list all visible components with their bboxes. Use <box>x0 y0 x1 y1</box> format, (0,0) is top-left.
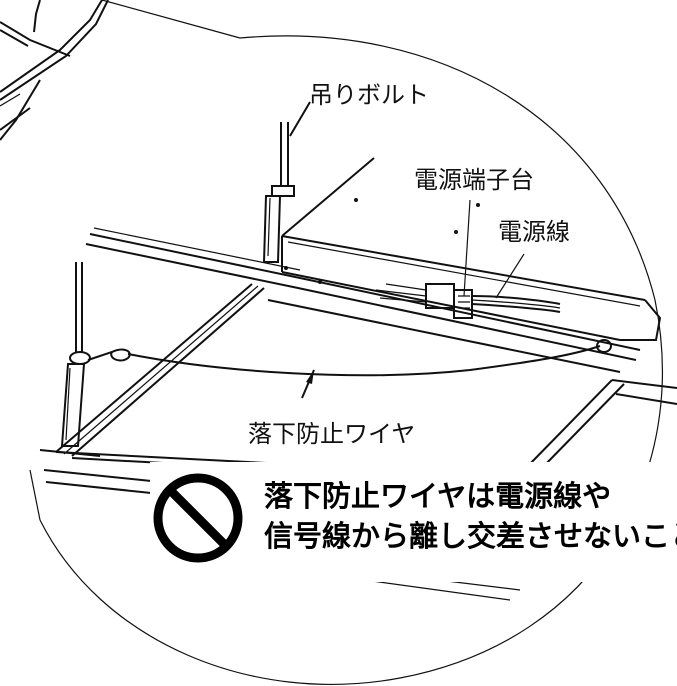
hanging-bolt-left <box>60 262 131 447</box>
warning-text-line1: 落下防止ワイヤは電源線や <box>264 479 611 513</box>
power-cable <box>471 295 561 313</box>
callout-leaders <box>289 101 525 399</box>
hanging-bolt-right <box>262 122 295 263</box>
magnifier-circle <box>39 35 663 685</box>
fixture-body <box>281 157 662 341</box>
warning-text-line2: 信号線から離し交差させないこと <box>264 519 677 553</box>
label-fall-prevention-wire: 落下防止ワイヤ <box>248 420 415 448</box>
label-hanging-bolt: 吊りボルト <box>309 81 429 109</box>
label-power-cable: 電源線 <box>498 218 570 246</box>
background-ceiling-grid <box>0 0 109 141</box>
magnifier-connector-line <box>101 0 241 39</box>
prohibition-icon <box>153 473 243 563</box>
label-terminal-block: 電源端子台 <box>414 166 534 194</box>
fall-prevention-wire <box>127 339 612 377</box>
